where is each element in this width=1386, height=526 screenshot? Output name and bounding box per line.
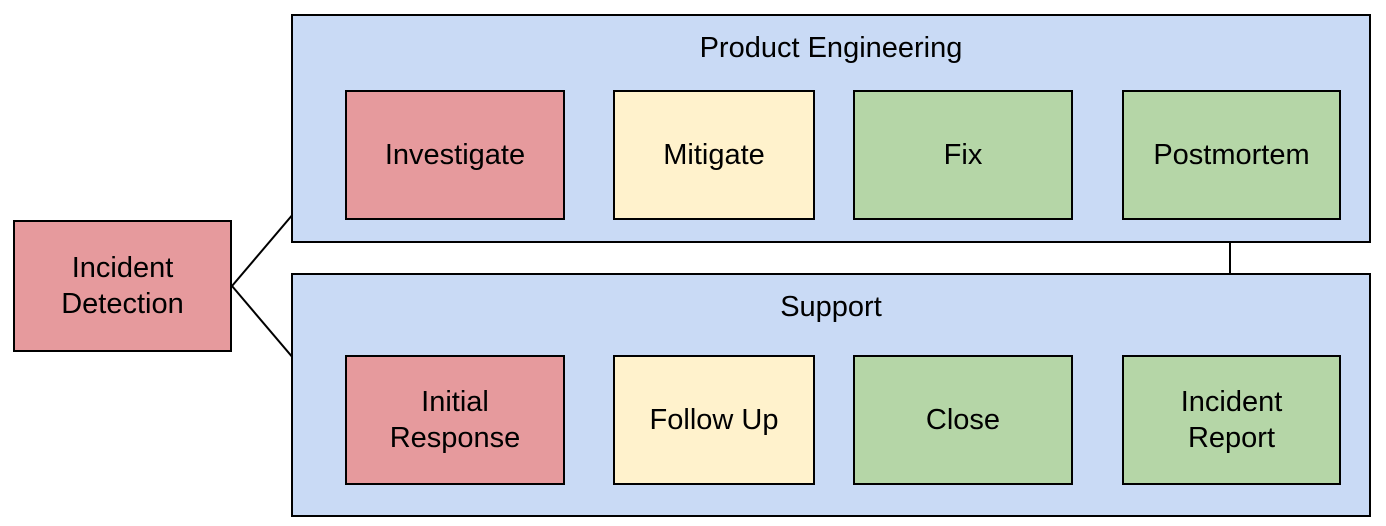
node-mitigate: Mitigate [613,90,815,220]
node-label: Incident Report [1180,386,1283,454]
node-label: Incident Detection [61,252,184,320]
node-close: Close [853,355,1073,485]
node-postmortem: Postmortem [1122,90,1341,220]
node-label: Fix [943,139,983,171]
node-fix: Fix [853,90,1073,220]
group-support: Support Initial Response Follow Up Close… [291,273,1371,517]
node-incident-detection: Incident Detection [13,220,232,352]
group-title: Support [780,291,882,323]
group-title: Product Engineering [699,32,963,64]
group-product-engineering: Product Engineering Investigate Mitigate… [291,14,1371,243]
node-investigate: Investigate [345,90,565,220]
node-label: Postmortem [1153,139,1310,171]
node-label: Initial Response [389,386,521,454]
node-initial-response: Initial Response [345,355,565,485]
node-label: Investigate [384,139,526,171]
node-label: Follow Up [649,404,779,436]
node-incident-report: Incident Report [1122,355,1341,485]
node-label: Mitigate [663,139,765,171]
node-follow-up: Follow Up [613,355,815,485]
node-label: Close [925,404,1001,436]
